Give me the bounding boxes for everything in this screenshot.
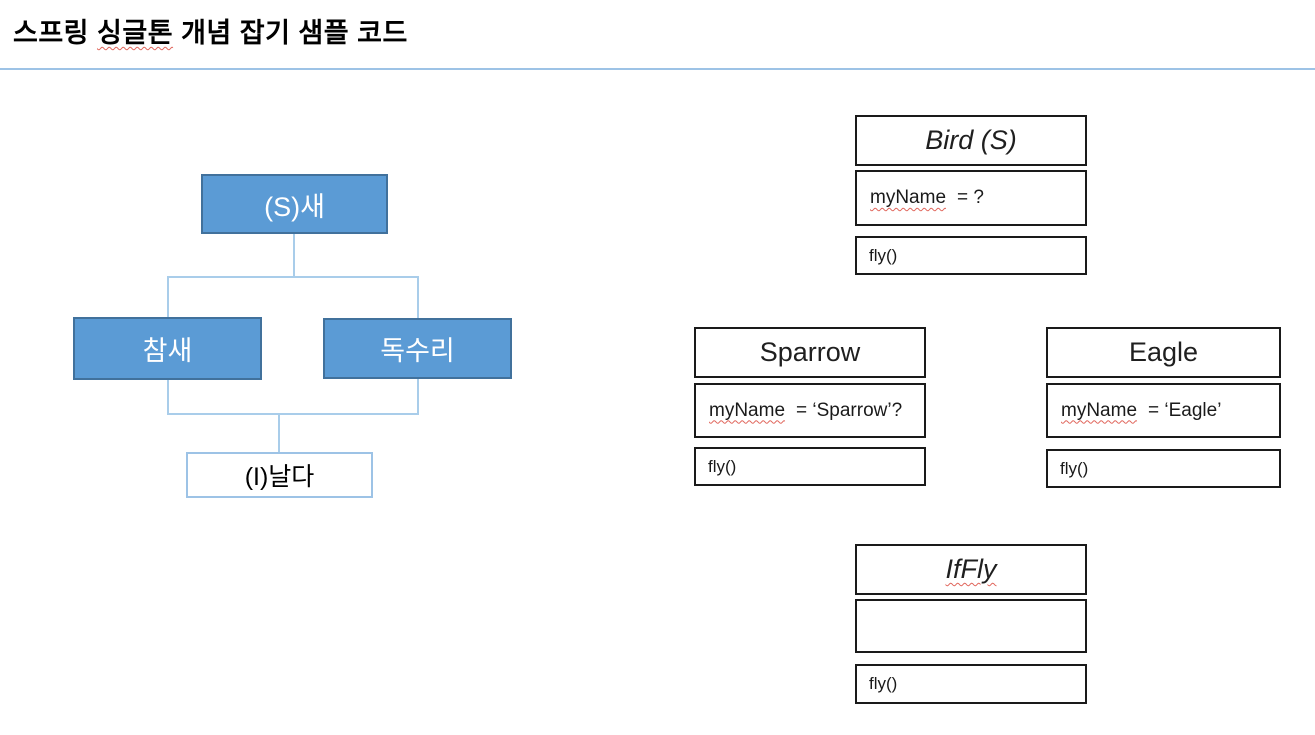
uml-eagle-title: Eagle bbox=[1128, 337, 1199, 367]
uml-class-sparrow: Sparrow myName = ‘Sparrow’? fly() bbox=[694, 327, 926, 486]
tree-node-eagle-label: 독수리 bbox=[380, 336, 455, 366]
uml-iffly-empty-attribute-box bbox=[855, 599, 1087, 653]
tree-node-eagle: 독수리 bbox=[323, 318, 512, 379]
connector-right-child-down bbox=[417, 276, 419, 319]
connector-bottom-horizontal bbox=[167, 413, 419, 415]
connector-left-child-lower bbox=[167, 380, 169, 415]
uml-bird-title-box: Bird (S) bbox=[855, 115, 1087, 166]
uml-bird-attr-value: = ? bbox=[957, 187, 984, 208]
title-divider-line bbox=[0, 68, 1315, 70]
uml-eagle-attr-name: myName bbox=[1061, 399, 1138, 421]
uml-eagle-method: fly() bbox=[1060, 458, 1089, 478]
uml-sparrow-title-box: Sparrow bbox=[694, 327, 926, 378]
uml-iffly-title: IfFly bbox=[945, 554, 997, 584]
uml-sparrow-attr-name: myName bbox=[709, 399, 786, 421]
page-title-suffix: 개념 잡기 샘플 코드 bbox=[173, 18, 408, 48]
uml-bird-attr-name: myName bbox=[870, 187, 947, 208]
connector-left-child-down bbox=[167, 276, 169, 318]
tree-node-fly-interface: (I)날다 bbox=[186, 452, 373, 498]
uml-sparrow-method-box: fly() bbox=[694, 447, 926, 486]
uml-bird-method: fly() bbox=[869, 245, 898, 265]
page-title: 스프링 싱글톤 개념 잡기 샘플 코드 bbox=[13, 11, 408, 50]
uml-bird-attribute-box: myName = ? bbox=[855, 170, 1087, 226]
uml-sparrow-title: Sparrow bbox=[759, 337, 861, 367]
uml-eagle-attribute-box: myName = ‘Eagle’ bbox=[1046, 383, 1281, 438]
uml-iffly-title-box: IfFly bbox=[855, 544, 1087, 595]
uml-class-eagle: Eagle myName = ‘Eagle’ fly() bbox=[1046, 327, 1281, 488]
uml-iffly-method-box: fly() bbox=[855, 664, 1087, 704]
uml-sparrow-attr-value: = ‘Sparrow’? bbox=[796, 399, 903, 421]
uml-eagle-attr-value: = ‘Eagle’ bbox=[1148, 399, 1222, 421]
uml-iffly-method: fly() bbox=[869, 674, 898, 693]
connector-right-child-lower bbox=[417, 379, 419, 415]
connector-root-down bbox=[293, 234, 295, 277]
uml-bird-method-box: fly() bbox=[855, 236, 1087, 275]
uml-class-iffly: IfFly fly() bbox=[855, 544, 1087, 704]
uml-eagle-title-box: Eagle bbox=[1046, 327, 1281, 378]
page-title-prefix: 스프링 bbox=[13, 18, 98, 48]
uml-class-bird: Bird (S) myName = ? fly() bbox=[855, 115, 1087, 275]
tree-node-sparrow: 참새 bbox=[73, 317, 262, 380]
uml-bird-title: Bird (S) bbox=[925, 125, 1017, 155]
tree-node-bird-label: (S)새 bbox=[264, 191, 325, 222]
tree-node-fly-interface-label: (I)날다 bbox=[244, 463, 315, 491]
uml-eagle-method-box: fly() bbox=[1046, 449, 1281, 488]
tree-node-bird: (S)새 bbox=[201, 174, 388, 234]
connector-interface-down bbox=[278, 415, 280, 453]
tree-node-sparrow-label: 참새 bbox=[142, 336, 193, 366]
uml-sparrow-attribute-box: myName = ‘Sparrow’? bbox=[694, 383, 926, 438]
uml-sparrow-method: fly() bbox=[708, 456, 737, 476]
page-title-misspelled-word: 싱글톤 bbox=[97, 18, 174, 48]
connector-top-horizontal bbox=[167, 276, 419, 278]
